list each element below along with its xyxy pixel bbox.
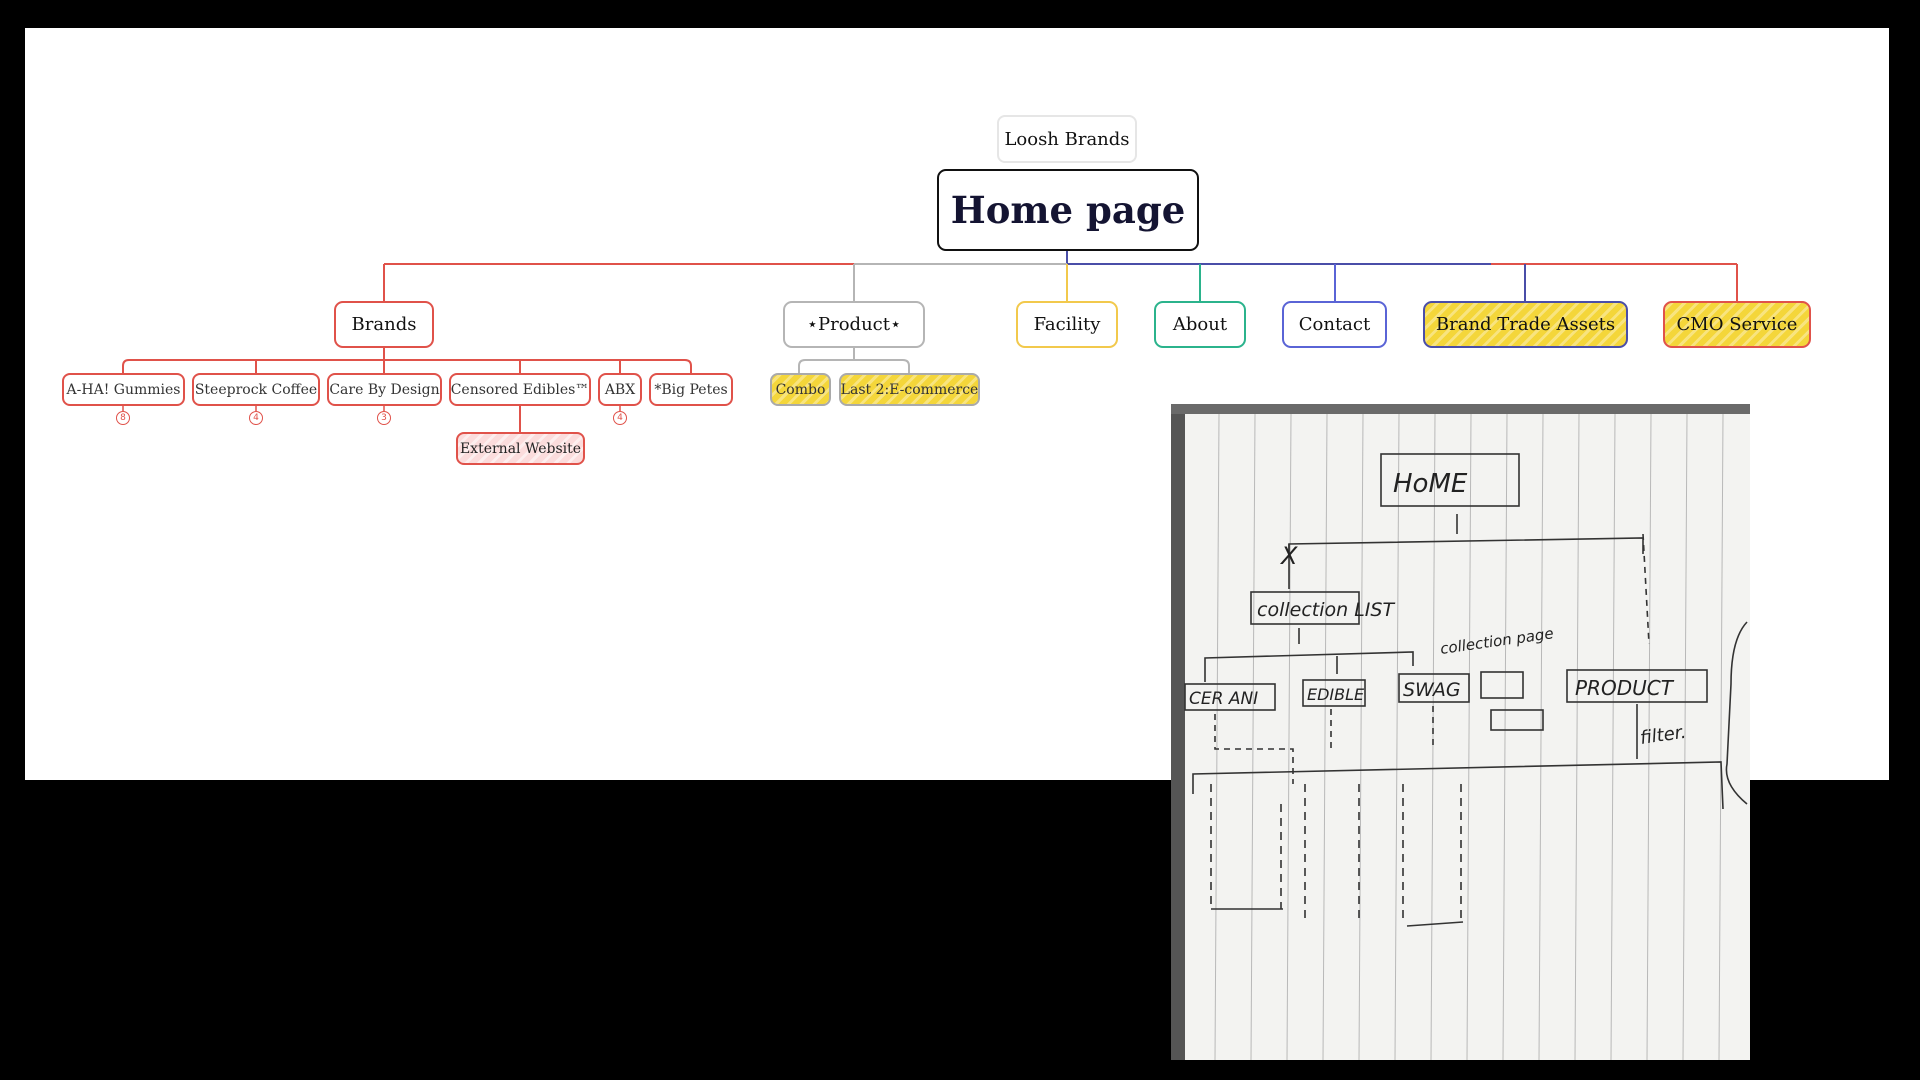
node-product[interactable]: ⋆Product⋆ — [783, 301, 925, 348]
brand-censored-edibles[interactable]: Censored Edibles™ — [449, 373, 591, 406]
sketch-home: HoME — [1393, 469, 1468, 499]
brand-abx[interactable]: ABX — [598, 373, 642, 406]
sketch-product: PRODUCT — [1575, 676, 1675, 700]
node-about[interactable]: About — [1154, 301, 1246, 348]
brand-steeprock-coffee[interactable]: Steeprock Coffee — [192, 373, 320, 406]
sketch-ceramic: CER ANI — [1189, 689, 1258, 709]
count-badge-care-by-design[interactable]: 3 — [377, 411, 391, 425]
node-contact[interactable]: Contact — [1282, 301, 1387, 348]
site-label[interactable]: Loosh Brands — [997, 115, 1137, 163]
sketch-collection-list: collection LIST — [1257, 599, 1395, 621]
node-combo[interactable]: Combo — [770, 373, 831, 406]
count-badge-abx[interactable]: 4 — [613, 411, 627, 425]
brand-care-by-design[interactable]: Care By Design — [327, 373, 442, 406]
node-brands[interactable]: Brands — [334, 301, 434, 348]
node-ecommerce[interactable]: Last 2:E-commerce — [839, 373, 980, 406]
node-brand-trade-assets[interactable]: Brand Trade Assets — [1423, 301, 1628, 348]
brand-aha-gummies[interactable]: A-HA! Gummies — [62, 373, 185, 406]
node-cmo-service[interactable]: CMO Service — [1663, 301, 1811, 348]
brand-big-petes[interactable]: *Big Petes — [649, 373, 733, 406]
sketch-swag: SWAG — [1403, 679, 1461, 701]
count-badge-aha[interactable]: 8 — [116, 411, 130, 425]
node-external-website[interactable]: External Website — [456, 432, 585, 465]
node-facility[interactable]: Facility — [1016, 301, 1118, 348]
sketch-edible: EDIBLE — [1307, 685, 1365, 704]
root-node-home-page[interactable]: Home page — [937, 169, 1199, 251]
count-badge-steeprock[interactable]: 4 — [249, 411, 263, 425]
sketch-photo: HoME X collection LIST collection page C… — [1171, 404, 1750, 1060]
sketch-x-mark: X — [1279, 542, 1298, 570]
